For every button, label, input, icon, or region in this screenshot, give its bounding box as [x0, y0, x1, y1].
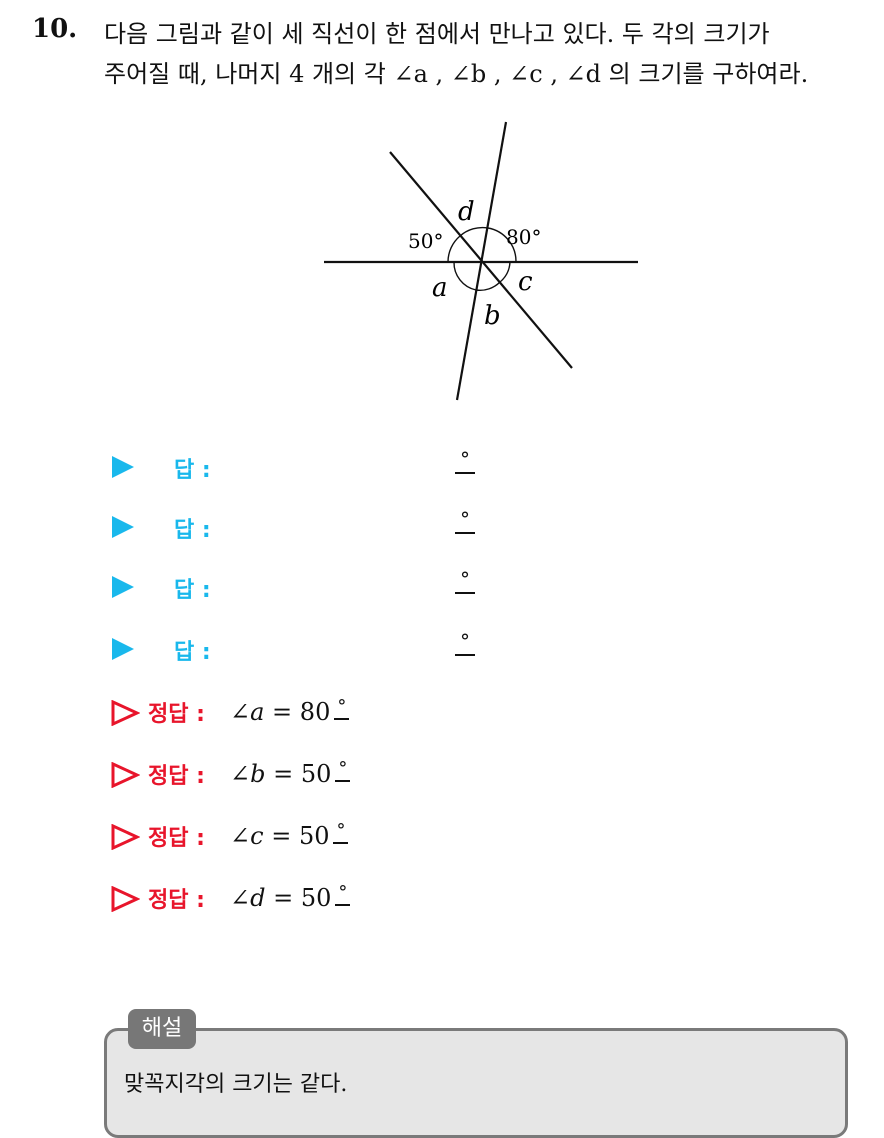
- outline-triangle-icon: [111, 762, 140, 788]
- solution-value: 80: [299, 698, 331, 726]
- answer-blank-1[interactable]: °: [455, 446, 475, 474]
- solution-label: 정답 :: [148, 888, 205, 913]
- arc-d: [459, 226, 489, 237]
- solution-expression: ∠a = 80°: [230, 696, 350, 726]
- arc-50: [447, 235, 461, 263]
- arc-b: [475, 281, 501, 291]
- arc-80: [487, 227, 517, 263]
- figure-svg: d 50° 80° a c b: [324, 121, 638, 401]
- play-triangle-icon: [112, 576, 134, 598]
- question-text: 다음 그림과 같이 세 직선이 한 점에서 만나고 있다. 두 각의 크기가 주…: [104, 14, 864, 94]
- answer-row-3: 답 : °: [112, 567, 492, 603]
- answer-blank-4[interactable]: °: [455, 628, 475, 656]
- label-c: c: [518, 267, 533, 297]
- degree-unit: °: [333, 820, 349, 844]
- answer-blank-3[interactable]: °: [455, 566, 475, 594]
- answer-label: 답 :: [174, 640, 211, 665]
- arc-c: [499, 261, 511, 283]
- solution-expression: ∠b = 50°: [230, 758, 351, 788]
- answer-blank-2[interactable]: °: [455, 506, 475, 534]
- solution-value: 50: [300, 884, 332, 912]
- answer-row-2: 답 : °: [112, 507, 492, 543]
- solution-value: 50: [298, 822, 330, 850]
- question-line-2: 주어질 때, 나머지 4 개의 각 ∠a , ∠b , ∠c , ∠d 의 크기…: [104, 60, 809, 88]
- arc-a: [453, 261, 477, 291]
- diagonal-line: [389, 151, 573, 369]
- play-triangle-icon: [112, 516, 134, 538]
- answer-label: 답 :: [174, 578, 211, 603]
- degree-unit: °: [335, 758, 351, 782]
- outline-triangle-icon: [111, 700, 140, 726]
- intersecting-lines-figure: d 50° 80° a c b: [320, 118, 650, 408]
- angle-name: c: [250, 822, 264, 850]
- solution-row-c: 정답 : ∠c = 50°: [110, 820, 410, 854]
- solution-row-b: 정답 : ∠b = 50°: [110, 758, 410, 792]
- solution-label: 정답 :: [148, 764, 205, 789]
- outline-triangle-icon: [111, 824, 140, 850]
- degree-unit: °: [335, 882, 351, 906]
- play-triangle-icon: [112, 456, 134, 478]
- question-line-1: 다음 그림과 같이 세 직선이 한 점에서 만나고 있다. 두 각의 크기가: [104, 20, 770, 48]
- angle-name: b: [250, 760, 266, 788]
- question-number: 10.: [32, 14, 78, 44]
- solution-expression: ∠d = 50°: [230, 882, 351, 912]
- degree-unit: °: [334, 696, 350, 720]
- play-triangle-icon: [112, 638, 134, 660]
- explanation-box: [104, 1028, 848, 1138]
- solution-row-d: 정답 : ∠d = 50°: [110, 882, 410, 916]
- label-80: 80°: [506, 225, 541, 249]
- solution-label: 정답 :: [148, 826, 205, 851]
- solution-row-a: 정답 : ∠a = 80°: [110, 696, 410, 730]
- angle-name: a: [250, 698, 265, 726]
- explanation-tag: 해설: [128, 1009, 196, 1049]
- label-d: d: [458, 197, 475, 227]
- answer-label: 답 :: [174, 458, 211, 483]
- label-a: a: [432, 273, 448, 303]
- outline-triangle-icon: [111, 886, 140, 912]
- label-50: 50°: [408, 229, 443, 253]
- solution-expression: ∠c = 50°: [230, 820, 349, 850]
- answer-label: 답 :: [174, 518, 211, 543]
- answer-row-1: 답 : °: [112, 447, 492, 483]
- angle-name: d: [250, 884, 266, 912]
- explanation-text: 맞꼭지각의 크기는 같다.: [124, 1072, 348, 1097]
- solution-label: 정답 :: [148, 702, 205, 727]
- label-b: b: [484, 301, 501, 331]
- answer-row-4: 답 : °: [112, 629, 492, 665]
- solution-value: 50: [300, 760, 332, 788]
